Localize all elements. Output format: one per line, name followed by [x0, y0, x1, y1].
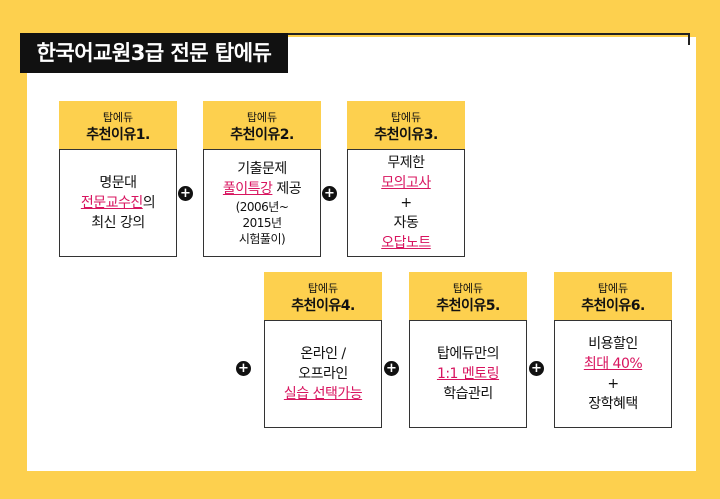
card-brand: 탑에듀	[307, 282, 339, 295]
card-reason-title: 추천이유4.	[291, 298, 355, 314]
card-brand: 탑에듀	[597, 282, 629, 295]
plus-icon: +	[529, 361, 544, 376]
card-text-tail: 제공	[272, 181, 302, 197]
card-line: 자동	[394, 213, 419, 233]
card-text: 자동	[393, 215, 419, 231]
card-text: 2015년	[242, 216, 282, 230]
card-line: 풀이특강 제공	[222, 179, 302, 199]
highlight-text: 모의고사	[381, 175, 431, 191]
card-brand: 탑에듀	[452, 282, 484, 295]
card-reason-title: 추천이유3.	[374, 127, 438, 143]
card-text: 명문대	[99, 175, 137, 191]
card-text: 기출문제	[237, 161, 287, 177]
card-text: 시험풀이)	[238, 232, 286, 246]
card-line: +	[607, 374, 619, 394]
page-title: 한국어교원3급 전문 탑에듀	[20, 33, 288, 73]
card-line: 명문대	[99, 173, 137, 193]
card-line: 실습 선택가능	[283, 384, 363, 404]
highlight-text: 전문교수진	[80, 195, 143, 211]
highlight-text: 오답노트	[381, 235, 431, 251]
card-line: 전문교수진의	[80, 193, 156, 213]
card-line: 최대 40%	[583, 354, 643, 374]
card-text: 최신 강의	[91, 215, 145, 231]
plus-icon: +	[178, 186, 193, 201]
card-line: 기출문제	[237, 159, 287, 179]
card-text: (2006년~	[235, 200, 289, 214]
card-line: 1:1 멘토링	[436, 364, 500, 384]
card-line: 탑에듀만의	[437, 344, 499, 364]
card-text: +	[607, 376, 619, 392]
card-text: 온라인 /	[300, 346, 346, 362]
card-line: 시험풀이)	[238, 231, 286, 247]
card-line: 장학혜택	[588, 394, 638, 414]
card-text: 학습관리	[443, 386, 493, 402]
card-line: +	[400, 193, 412, 213]
card-text: 오프라인	[298, 366, 348, 382]
card-reason-title: 추천이유5.	[436, 298, 500, 314]
title-frame-line	[20, 33, 690, 45]
plus-icon: +	[236, 361, 251, 376]
card-text: 탑에듀만의	[437, 346, 499, 362]
card-brand: 탑에듀	[246, 111, 278, 124]
card-text: 무제한	[387, 155, 425, 171]
plus-icon: +	[384, 361, 399, 376]
highlight-text: 풀이특강	[222, 181, 273, 197]
card-line: (2006년~	[236, 199, 289, 215]
card-text: 비용할인	[588, 336, 638, 352]
card-text-tail: 의	[142, 195, 156, 211]
highlight-text: 1:1 멘토링	[436, 366, 500, 382]
card-reason-title: 추천이유2.	[230, 127, 294, 143]
card-line: 비용할인	[588, 334, 638, 354]
card-text: 장학혜택	[588, 396, 638, 412]
card-line: 2015년	[242, 215, 282, 231]
highlight-text: 최대 40%	[583, 356, 643, 372]
highlight-text: 실습 선택가능	[283, 386, 363, 402]
card-line: 오프라인	[298, 364, 348, 384]
plus-icon: +	[322, 186, 337, 201]
card-reason-title: 추천이유6.	[581, 298, 645, 314]
card-line: 학습관리	[443, 384, 493, 404]
card-line: 오답노트	[381, 233, 431, 253]
card-line: 모의고사	[381, 173, 431, 193]
card-brand: 탑에듀	[102, 111, 134, 124]
card-line: 최신 강의	[91, 213, 145, 233]
card-reason-title: 추천이유1.	[86, 127, 150, 143]
card-text: +	[400, 195, 412, 211]
card-line: 온라인 /	[300, 344, 346, 364]
card-line: 무제한	[387, 153, 425, 173]
card-brand: 탑에듀	[390, 111, 422, 124]
